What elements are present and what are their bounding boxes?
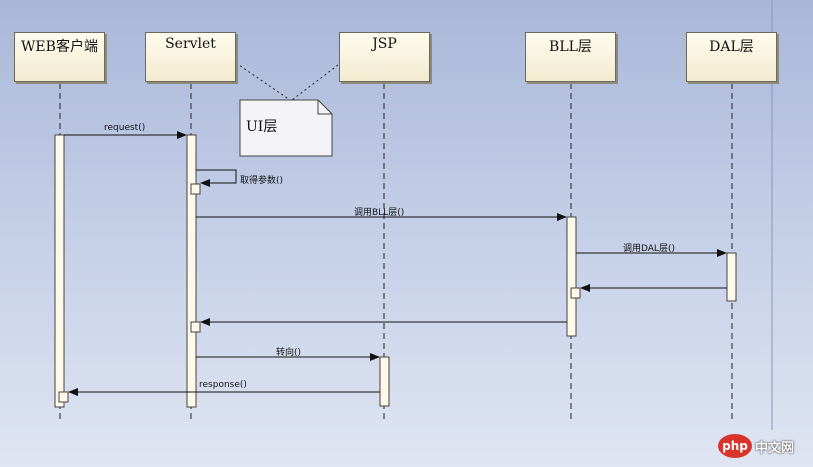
activation-dal bbox=[726, 252, 737, 302]
activation-servlet-return bbox=[190, 321, 201, 333]
message-get-params bbox=[196, 169, 237, 187]
activation-web-return bbox=[58, 391, 69, 403]
activation-web-client bbox=[54, 134, 65, 408]
watermark: php 中文网 bbox=[718, 432, 810, 460]
participant-bll: BLL层 bbox=[525, 32, 616, 82]
note-label: UI层 bbox=[246, 119, 278, 135]
participant-label: DAL层 bbox=[709, 39, 754, 55]
note-connector-jsp bbox=[291, 61, 343, 101]
watermark-site-text: 中文网 bbox=[755, 440, 795, 456]
label-request: request() bbox=[104, 123, 146, 133]
activation-jsp bbox=[379, 356, 390, 407]
participant-label: WEB客户端 bbox=[21, 39, 98, 55]
participant-label: JSP bbox=[372, 36, 397, 52]
note-connector-servlet bbox=[235, 62, 291, 101]
activation-servlet bbox=[186, 134, 197, 408]
participant-dal: DAL层 bbox=[686, 32, 777, 82]
participant-jsp: JSP bbox=[339, 32, 430, 82]
activation-bll-return bbox=[570, 287, 581, 299]
activation-bll bbox=[566, 216, 577, 337]
note-fold bbox=[317, 100, 332, 115]
label-call-dal: 调用DAL层() bbox=[623, 244, 675, 254]
label-get-params: 取得参数() bbox=[240, 176, 284, 186]
label-call-bll: 调用BLL层() bbox=[354, 208, 405, 218]
activation-self-call bbox=[190, 183, 201, 195]
note-ui-layer bbox=[239, 99, 333, 157]
participant-servlet: Servlet bbox=[145, 32, 236, 82]
label-forward: 转向() bbox=[276, 348, 302, 358]
participant-web-client: WEB客户端 bbox=[14, 32, 105, 82]
label-response: response() bbox=[199, 380, 247, 390]
php-logo-icon: php bbox=[718, 434, 752, 458]
participant-label: BLL层 bbox=[549, 39, 592, 55]
participant-label: Servlet bbox=[165, 36, 216, 52]
